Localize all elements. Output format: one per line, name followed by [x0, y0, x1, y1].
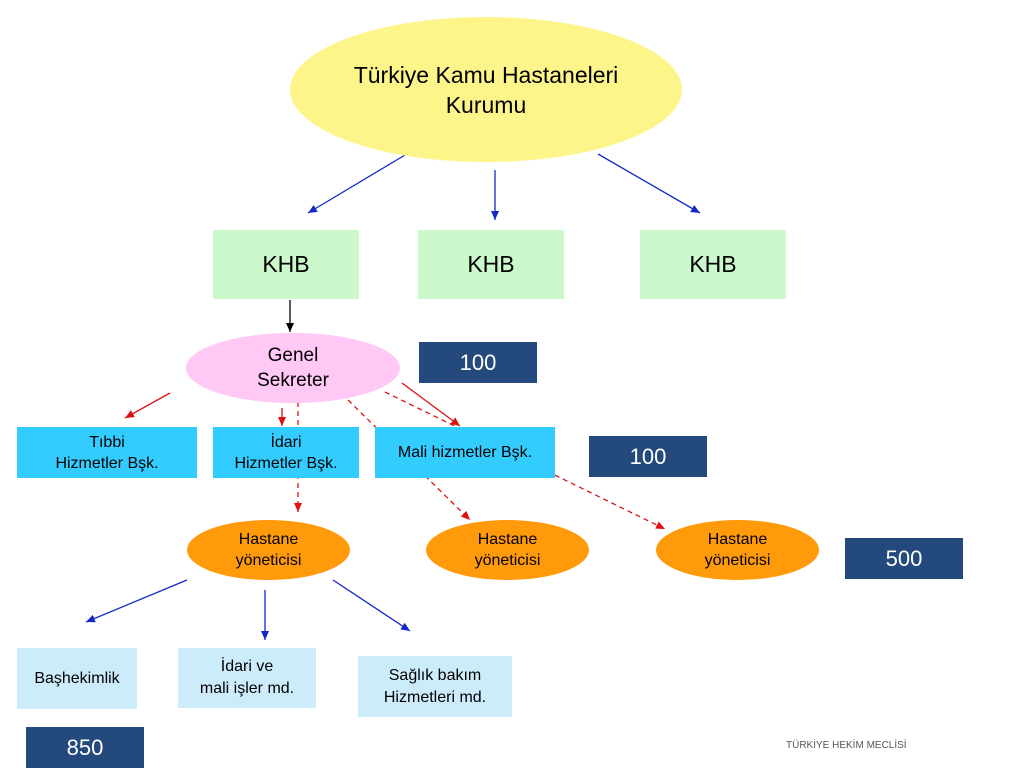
khb-label: KHB	[689, 251, 737, 277]
arrow-manager-to-saglik	[332, 579, 411, 632]
khb-label: KHB	[467, 251, 515, 277]
sub-unit-saglik-bakim: Sağlık bakım Hizmetleri md.	[358, 656, 512, 717]
department-label: Tıbbi Hizmetler Bşk.	[55, 433, 159, 472]
khb-box-3: KHB	[640, 230, 786, 299]
kamu-hastaneleri-kurumu-node: Türkiye Kamu Hastaneleri Kurumu	[290, 17, 682, 162]
hastane-yoneticisi-2: Hastane yöneticisi	[426, 520, 589, 580]
khb-box-1: KHB	[213, 230, 359, 299]
arrow-gs-to-mali	[401, 382, 461, 427]
department-idari: İdari Hizmetler Bşk.	[213, 427, 359, 478]
arrow-top-to-khb-1	[307, 154, 406, 214]
count-value: 100	[459, 349, 497, 375]
khb-box-2: KHB	[418, 230, 564, 299]
department-mali: Mali hizmetler Bşk.	[375, 427, 555, 478]
sub-unit-label: İdari ve mali işler md.	[199, 658, 295, 697]
count-value: 100	[629, 443, 667, 469]
khb-label: KHB	[262, 251, 310, 277]
hastane-yoneticisi-label: Hastane yöneticisi	[704, 531, 771, 569]
hastane-yoneticisi-1: Hastane yöneticisi	[187, 520, 350, 580]
hastane-yoneticisi-label: Hastane yöneticisi	[474, 531, 541, 569]
footer-text: TÜRKİYE HEKİM MECLİSİ	[786, 740, 907, 751]
sub-unit-idari-mali: İdari ve mali işler md.	[178, 648, 316, 708]
sub-unit-label: Sağlık bakım Hizmetleri md.	[383, 666, 487, 706]
count-badge-sub-units: 850	[26, 727, 144, 768]
department-label: Mali hizmetler Bşk.	[397, 444, 533, 461]
genel-sekreter-node: Genel Sekreter	[186, 333, 400, 403]
arrow-top-to-khb-3	[597, 153, 701, 214]
sub-unit-label: Başhekimlik	[34, 669, 120, 687]
department-tibbi: Tıbbi Hizmetler Bşk.	[17, 427, 197, 478]
count-value: 850	[66, 734, 104, 760]
department-label: İdari Hizmetler Bşk.	[234, 433, 338, 472]
count-badge-hospital-managers: 500	[845, 538, 963, 579]
count-value: 500	[885, 545, 923, 571]
genel-sekreter-label: Genel Sekreter	[257, 345, 329, 391]
kamu-hastaneleri-kurumu-label: Türkiye Kamu Hastaneleri Kurumu	[353, 61, 619, 118]
hastane-yoneticisi-3: Hastane yöneticisi	[656, 520, 819, 580]
hastane-yoneticisi-label: Hastane yöneticisi	[235, 531, 302, 569]
count-badge-departments: 100	[589, 436, 707, 477]
sub-unit-bashekimlik: Başhekimlik	[17, 648, 137, 709]
count-badge-genel-sekreter: 100	[419, 342, 537, 383]
arrow-gs-to-tibbi	[124, 392, 171, 419]
arrow-manager-to-bashekimlik	[85, 579, 188, 623]
